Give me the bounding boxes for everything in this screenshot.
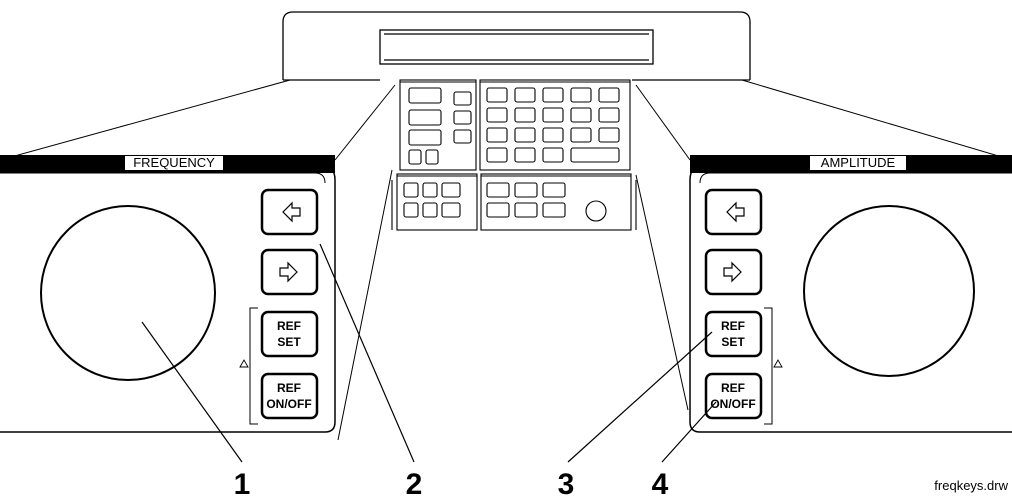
amplitude-ref-onoff-button[interactable]: REF ON/OFF [704,372,763,420]
callout-4: 4 [652,468,669,500]
amplitude-knob[interactable] [803,205,975,377]
leader-2 [319,243,415,463]
leader-1 [141,321,243,463]
amplitude-left-arrow-button[interactable] [704,188,763,236]
right-arrow-icon [723,261,742,283]
ref-set-label-line2: SET [277,335,301,349]
leader-4 [661,401,717,463]
filename-label: freqkeys.drw [934,478,1008,493]
amplitude-panel: AMPLITUDE REF SET REF ON/OFF [689,155,1012,433]
frequency-title: FREQUENCY [133,155,215,170]
callout-2: 2 [406,468,423,500]
frequency-ref-onoff-button[interactable]: REF ON/OFF [260,372,319,420]
projection-lines [0,79,1012,441]
instrument-outline [282,11,751,80]
frequency-knob[interactable] [40,205,216,381]
center-keypad-upper [399,79,631,171]
callout-3: 3 [558,468,575,500]
ref-onoff-label-line1: REF [721,381,745,395]
right-arrow-icon [279,261,298,283]
amplitude-ref-set-button[interactable]: REF SET [704,310,763,358]
amplitude-title: AMPLITUDE [821,155,896,170]
center-keypad-lower [391,173,637,231]
left-arrow-icon [282,201,301,223]
ref-onoff-label-line1: REF [277,381,301,395]
frequency-ref-set-button[interactable]: REF SET [260,310,319,358]
leader-3 [567,331,713,463]
frequency-right-arrow-button[interactable] [260,248,319,296]
amplitude-right-arrow-button[interactable] [704,248,763,296]
ref-set-label-line1: REF [721,319,745,333]
numeric-key-grid [486,87,620,163]
delta-icon [239,359,249,368]
ref-set-label-line2: SET [721,335,745,349]
left-arrow-icon [726,201,745,223]
callout-leaders [141,243,717,463]
small-knob [585,200,607,222]
delta-icon [773,359,783,368]
frequency-left-arrow-button[interactable] [260,188,319,236]
ref-onoff-label-line2: ON/OFF [710,397,755,411]
callout-1: 1 [234,468,251,500]
instrument-body [282,11,751,81]
frequency-panel: FREQUENCY REF SET REF ON/OFF [0,155,336,433]
ref-set-label-line1: REF [277,319,301,333]
display-window [379,29,654,65]
ref-onoff-label-line2: ON/OFF [266,397,311,411]
